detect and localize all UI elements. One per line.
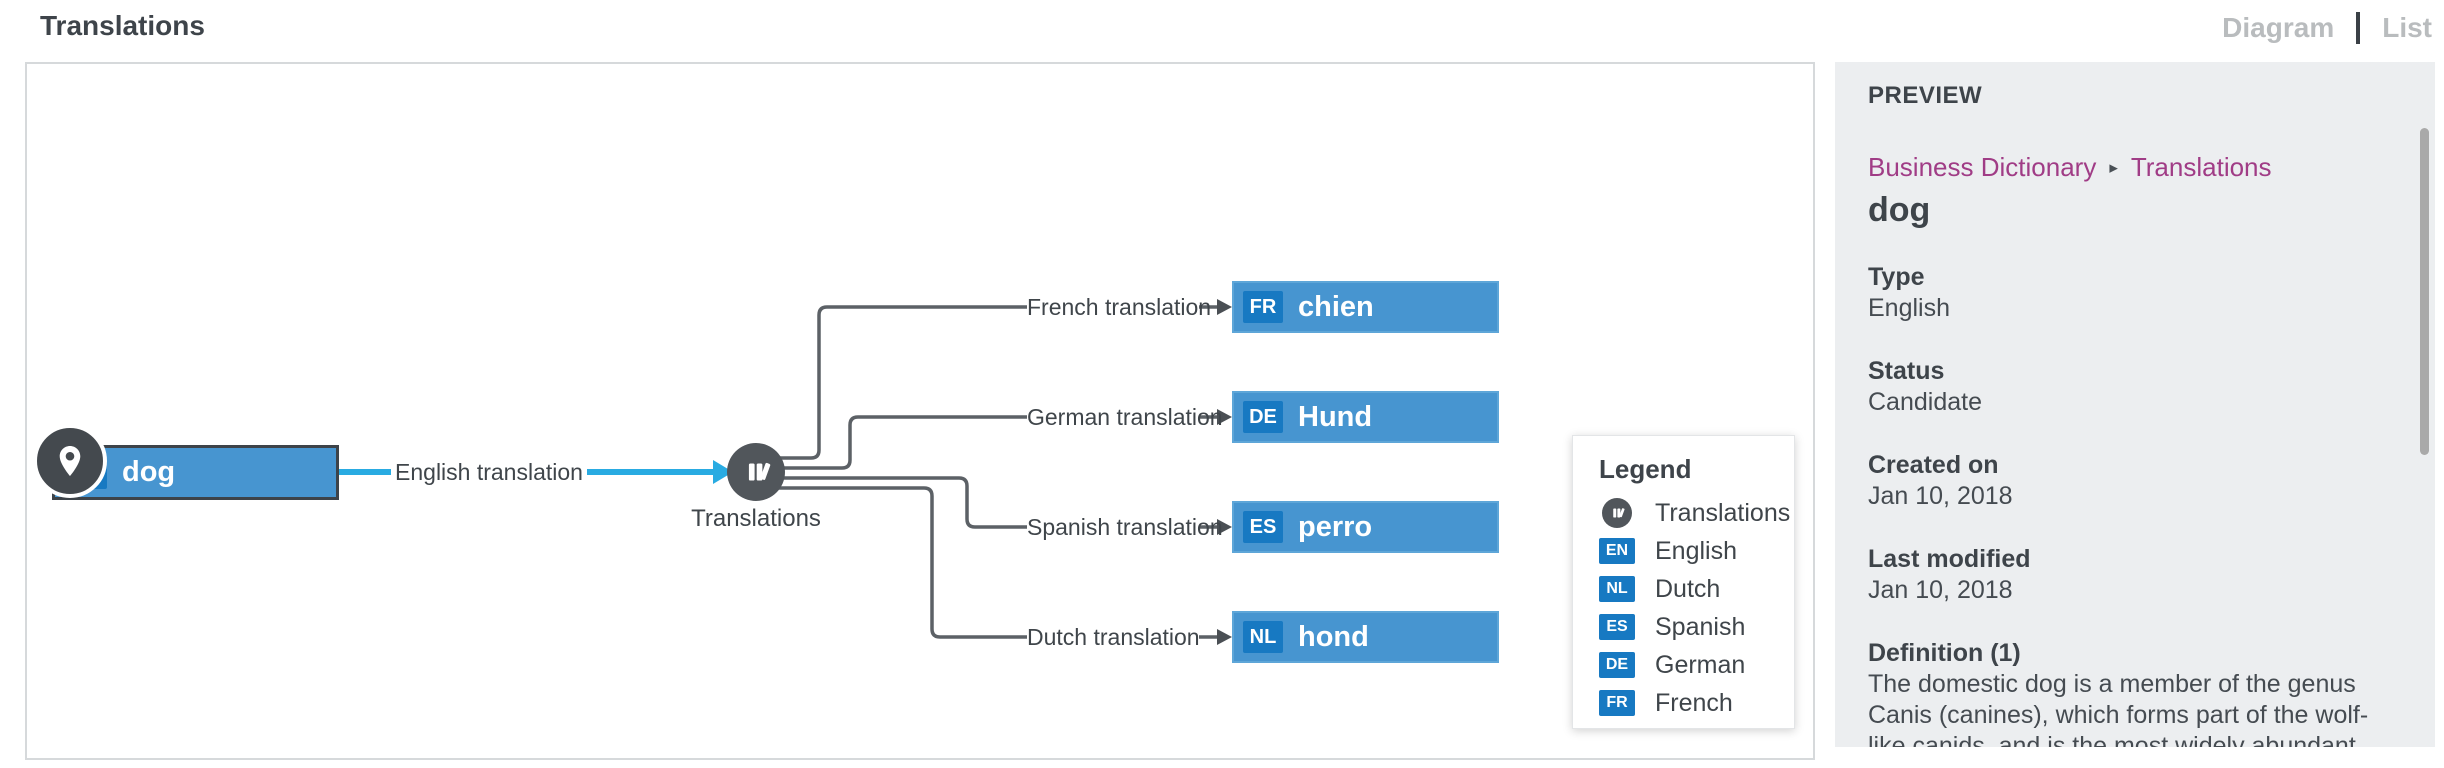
node-label: Hund (1298, 400, 1373, 433)
field-label: Definition (1) (1868, 639, 2021, 667)
legend-title: Legend (1599, 454, 1692, 484)
field-value: Jan 10, 2018 (1868, 576, 2013, 604)
breadcrumb: Business Dictionary ▸ Translations (1868, 152, 2395, 183)
field-definition: Definition (1) The domestic dog is a mem… (1868, 638, 2395, 747)
node-label: perro (1298, 510, 1373, 543)
node-label: hond (1298, 620, 1369, 653)
relation-label-spanish-translation: Spanish translation (1027, 512, 1223, 542)
language-badge: FR (1243, 291, 1283, 323)
preview-heading: PREVIEW (1868, 82, 1983, 109)
hub-label: Translations (691, 505, 821, 532)
breadcrumb-separator-icon: ▸ (2109, 157, 2118, 177)
preview-panel: PREVIEW Business Dictionary ▸ Translatio… (1835, 62, 2435, 747)
legend-item-translations: Translations (1599, 498, 1794, 528)
legend-label: Translations (1655, 498, 1791, 527)
toggle-diagram[interactable]: Diagram (2222, 12, 2335, 43)
language-badge: ES (1599, 614, 1635, 640)
breadcrumb-translations[interactable]: Translations (2130, 152, 2272, 182)
page-title: Translations (40, 10, 205, 41)
translations-icon (748, 462, 771, 481)
field-label: Type (1868, 263, 1925, 291)
node-translations-hub[interactable] (727, 443, 785, 501)
connector-lines (339, 299, 1232, 645)
language-badge: FR (1599, 690, 1635, 716)
field-status: Status Candidate (1868, 356, 2395, 418)
language-badge: EN (1599, 538, 1635, 564)
field-label: Created on (1868, 451, 1999, 479)
field-value: Jan 10, 2018 (1868, 482, 2013, 510)
node-spanish-term[interactable]: ES perro (1232, 501, 1499, 553)
language-badge: DE (1599, 652, 1635, 678)
legend-label: English (1655, 536, 1737, 565)
language-badge: DE (1243, 401, 1283, 433)
legend-item-english: EN English (1599, 536, 1794, 565)
legend-item-german: DE German (1599, 650, 1794, 679)
legend-item-dutch: NL Dutch (1599, 574, 1794, 603)
relation-label-french-translation: French translation (1027, 292, 1212, 322)
legend-label: Dutch (1655, 574, 1721, 603)
language-badge: NL (1243, 621, 1283, 653)
field-value: English (1868, 294, 1950, 322)
field-created-on: Created on Jan 10, 2018 (1868, 450, 2395, 512)
relation-label-english-translation: English translation (393, 457, 585, 487)
field-label: Last modified (1868, 545, 2031, 573)
preview-scrollbar[interactable] (2420, 128, 2429, 455)
legend-label: Spanish (1655, 612, 1746, 641)
preview-asset-title: dog (1868, 191, 1931, 229)
node-dutch-term[interactable]: NL hond (1232, 611, 1499, 663)
legend-label: German (1655, 650, 1746, 679)
toggle-divider (2356, 12, 2361, 44)
breadcrumb-business-dictionary[interactable]: Business Dictionary (1868, 152, 2097, 182)
field-last-modified: Last modified Jan 10, 2018 (1868, 544, 2395, 606)
field-value: Candidate (1868, 388, 1982, 416)
node-label: chien (1298, 290, 1374, 323)
translations-icon (1602, 498, 1632, 528)
legend-item-french: FR French (1599, 688, 1794, 717)
field-value: The domestic dog is a member of the genu… (1868, 670, 2369, 747)
legend-item-spanish: ES Spanish (1599, 612, 1794, 641)
location-pin-icon (33, 424, 107, 498)
legend-label: French (1655, 688, 1733, 717)
language-badge: ES (1243, 511, 1283, 543)
node-label: dog (122, 456, 176, 488)
field-type: Type English (1868, 262, 2395, 324)
diagram-canvas[interactable]: EN dog English translation Translations … (25, 62, 1815, 760)
toggle-list[interactable]: List (2382, 12, 2432, 43)
language-badge: NL (1599, 576, 1635, 602)
relation-label-german-translation: German translation (1027, 402, 1223, 432)
field-label: Status (1868, 357, 1945, 385)
legend-card: Legend Translations EN English NL Dutch … (1572, 435, 1795, 729)
node-french-term[interactable]: FR chien (1232, 281, 1499, 333)
view-toggle: Diagram List (2222, 12, 2432, 44)
node-german-term[interactable]: DE Hund (1232, 391, 1499, 443)
relation-label-dutch-translation: Dutch translation (1027, 622, 1200, 652)
